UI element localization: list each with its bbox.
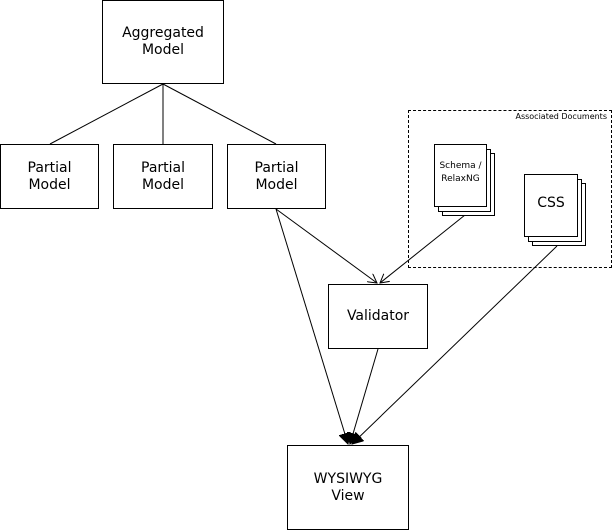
partial-model-box-2: Partial Model: [113, 144, 213, 209]
arrow-validator-to-wysiwyg: [350, 348, 379, 444]
schema-relaxng-document: Schema / RelaxNG: [434, 144, 496, 218]
document-sheet-front: [434, 144, 487, 207]
connector-aggregated-to-partial-3: [162, 83, 277, 145]
wysiwyg-view-box: WYSIWYG View: [287, 445, 409, 530]
associated-documents-group: Associated Documents: [408, 110, 612, 268]
arrow-partial-3-to-validator: [275, 208, 377, 283]
connector-aggregated-to-partial-1: [49, 83, 164, 145]
arrow-partial-3-to-wysiwyg: [275, 208, 348, 444]
partial-model-box-3: Partial Model: [227, 144, 326, 209]
validator-box: Validator: [328, 284, 428, 349]
schema-relaxng-label: Schema / RelaxNG: [439, 160, 482, 184]
css-document: CSS: [524, 174, 588, 250]
aggregated-model-box: Aggregated Model: [102, 0, 224, 84]
arrow-css-to-wysiwyg: [352, 245, 558, 444]
document-sheet-front: [524, 174, 578, 237]
css-label: CSS: [537, 194, 565, 211]
partial-model-box-1: Partial Model: [0, 144, 99, 209]
arrow-schema-to-validator: [380, 214, 466, 283]
associated-documents-title: Associated Documents: [515, 112, 607, 121]
